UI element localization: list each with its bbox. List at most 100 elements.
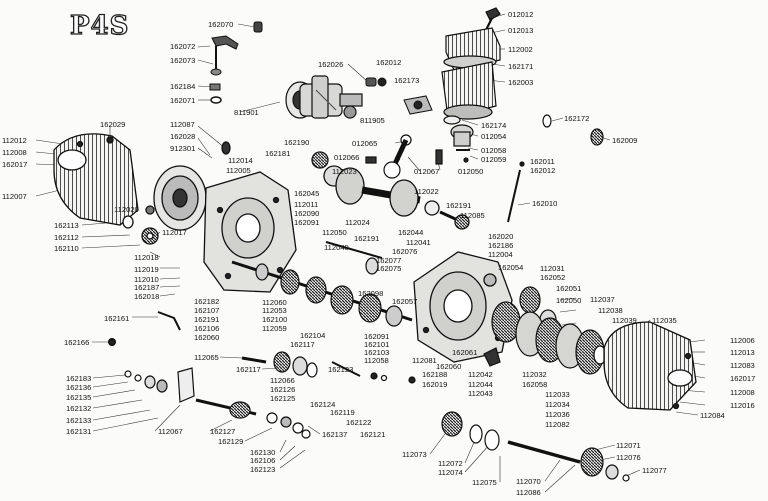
part-label: 112011 — [294, 200, 319, 209]
part-label: 162020 — [488, 232, 514, 241]
part-label: 112016 — [730, 401, 755, 410]
left-engine-cover — [53, 133, 139, 226]
part-label: 012050 — [458, 167, 484, 176]
part-label: 162104 — [300, 331, 326, 340]
part-label: 162136 — [66, 383, 92, 392]
part-label: 162188 — [422, 370, 448, 379]
part-label: 162090 — [294, 209, 320, 218]
part-label: 162003 — [508, 78, 534, 87]
part-label: 112081 — [412, 356, 437, 365]
part-label: 162172 — [564, 114, 590, 123]
part-label: 112082 — [545, 420, 570, 429]
part-label: 162183 — [66, 374, 92, 383]
part-label: 162122 — [346, 418, 372, 427]
part-label: 162127 — [210, 427, 236, 436]
part-label: 162190 — [284, 138, 310, 147]
part-label: 162071 — [170, 96, 196, 105]
part-label: 162107 — [194, 306, 220, 315]
part-label: 162117 — [290, 340, 315, 349]
part-label: 112040 — [324, 243, 349, 252]
part-label: 162073 — [170, 56, 196, 65]
part-label: 162060 — [194, 333, 220, 342]
part-label: 112083 — [730, 361, 755, 370]
part-label: 112075 — [472, 478, 497, 487]
part-label: 112059 — [262, 324, 287, 333]
part-label: 112072 — [438, 459, 463, 468]
part-label: 162123 — [250, 465, 276, 474]
part-label: 112036 — [545, 410, 570, 419]
part-label: 162191 — [354, 234, 380, 243]
part-label: 162076 — [392, 247, 418, 256]
cylinder-assembly — [441, 7, 501, 163]
part-label: 112031 — [540, 264, 565, 273]
part-label: 112018 — [134, 253, 159, 262]
part-label: 162132 — [66, 404, 92, 413]
part-label: 112039 — [612, 316, 637, 325]
part-label: 162123 — [328, 365, 354, 374]
part-label: 112087 — [170, 120, 195, 129]
part-label: 012058 — [481, 146, 507, 155]
connecting-rod — [365, 134, 443, 179]
part-label: 112007 — [2, 192, 27, 201]
part-label: 162135 — [66, 393, 92, 402]
part-label: 112060 — [262, 298, 287, 307]
part-label: 112022 — [414, 187, 439, 196]
gearbox-shaft — [231, 241, 413, 327]
part-label: 162061 — [452, 348, 478, 357]
part-label: 162191 — [194, 315, 220, 324]
crankshaft — [311, 151, 470, 230]
part-label: 162129 — [218, 437, 244, 446]
part-label: 162110 — [54, 244, 79, 253]
part-label: 162028 — [170, 132, 196, 141]
part-label: 162106 — [194, 324, 220, 333]
top-small-parts — [209, 21, 387, 104]
model-title: P4S — [69, 11, 130, 41]
part-label: 112050 — [322, 228, 347, 237]
part-label: 112058 — [364, 356, 389, 365]
part-label: 162052 — [540, 273, 566, 282]
part-label: 162072 — [170, 42, 196, 51]
part-label: 162029 — [100, 120, 126, 129]
part-label: 162191 — [446, 201, 472, 210]
part-label: 162131 — [66, 427, 92, 436]
part-label: 112038 — [598, 306, 623, 315]
part-label: 112070 — [516, 477, 541, 486]
part-label: 012059 — [481, 155, 507, 164]
part-label: 162018 — [134, 292, 160, 301]
part-label: 112032 — [522, 370, 547, 379]
part-label: 112012 — [2, 136, 27, 145]
part-label: 162166 — [64, 338, 90, 347]
part-label: 162019 — [422, 380, 448, 389]
part-label: 112073 — [402, 450, 427, 459]
part-label: 112019 — [134, 265, 159, 274]
part-label: 162117 — [236, 365, 261, 374]
part-label: 112008 — [2, 148, 27, 157]
part-label: 162186 — [488, 241, 514, 250]
part-label: 162050 — [556, 296, 582, 305]
right-crankcase — [413, 251, 513, 363]
part-label: 811901 — [234, 108, 259, 117]
part-label: 162026 — [318, 60, 344, 69]
part-label: 162011 — [530, 157, 555, 166]
part-label: 162133 — [66, 416, 92, 425]
part-label: 112033 — [545, 390, 570, 399]
part-label: 012013 — [508, 26, 534, 35]
part-label: 162070 — [208, 20, 234, 29]
part-label: 162100 — [262, 315, 288, 324]
part-label: 162161 — [104, 314, 130, 323]
part-label: 112077 — [642, 466, 667, 475]
part-label: 012054 — [481, 132, 507, 141]
part-label: 811905 — [360, 116, 385, 125]
part-label: 162174 — [481, 121, 507, 130]
flywheel — [122, 165, 207, 245]
part-label: 162077 — [376, 256, 402, 265]
part-label: 162075 — [376, 264, 402, 273]
part-label: 112010 — [134, 275, 159, 284]
part-label: 162098 — [358, 289, 384, 298]
clutch-assembly — [491, 286, 607, 375]
part-label: 912301 — [170, 144, 196, 153]
part-label: 112066 — [270, 376, 295, 385]
part-label: 112020 — [114, 205, 139, 214]
part-label: 012065 — [352, 139, 378, 148]
